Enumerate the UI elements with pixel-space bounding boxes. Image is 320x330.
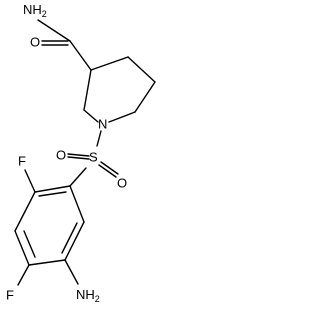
fluorine-top-label: F bbox=[18, 153, 26, 168]
sulfur-label: S bbox=[89, 149, 98, 164]
bond-benz-c1-c2 bbox=[34, 185, 71, 193]
bond-c-n-amide bbox=[37, 19, 71, 42]
bond-benz-c3-c4 bbox=[14, 230, 30, 266]
amide-nh2-label: NH2 bbox=[23, 2, 47, 19]
bond-s-c-aryl bbox=[69, 167, 87, 187]
bond-benz-c2-c3 bbox=[14, 191, 36, 232]
amine-nh2-label: NH2 bbox=[76, 287, 100, 304]
bond-c-f-bottom bbox=[17, 264, 30, 286]
bond-benz-inner-2 bbox=[23, 230, 36, 258]
bond-benz-c4-c5 bbox=[28, 259, 66, 266]
bond-ring-c3-c2 bbox=[83, 69, 92, 111]
carbonyl-oxygen-label: O bbox=[30, 34, 40, 49]
bond-c-n-amine bbox=[64, 259, 79, 285]
bonds bbox=[14, 19, 156, 286]
molecule-structure-diagram: NH2 O N S O O F F NH2 bbox=[6, 2, 156, 304]
bond-ring-c2-n1 bbox=[83, 109, 99, 123]
bond-n-s bbox=[96, 130, 102, 147]
bond-s-o-right-1 bbox=[100, 161, 119, 175]
bond-ring-c6-c5 bbox=[134, 81, 156, 113]
bond-c-f-top bbox=[24, 169, 36, 193]
bond-s-o-left-2 bbox=[67, 156, 90, 160]
sulfonyl-oxygen-right-label: O bbox=[117, 175, 127, 190]
bond-s-o-right-2 bbox=[98, 164, 117, 178]
bond-ring-c5-c4 bbox=[127, 56, 156, 83]
bond-benz-c6-c1 bbox=[69, 185, 85, 223]
bond-benz-c5-c6 bbox=[64, 221, 85, 261]
sulfonyl-oxygen-left-label: O bbox=[56, 147, 66, 162]
bond-ring-n1-c6 bbox=[108, 111, 136, 123]
bond-s-o-left-1 bbox=[67, 153, 90, 157]
bond-ring-c4-c3 bbox=[90, 56, 129, 71]
bond-benz-inner-1 bbox=[38, 191, 67, 197]
atom-labels: NH2 O N S O O F F NH2 bbox=[6, 2, 127, 304]
bond-benz-inner-3 bbox=[61, 222, 78, 254]
bond-amide-c-ring bbox=[69, 40, 92, 71]
piperidine-nitrogen-label: N bbox=[98, 116, 107, 131]
fluorine-bottom-label: F bbox=[6, 287, 14, 302]
